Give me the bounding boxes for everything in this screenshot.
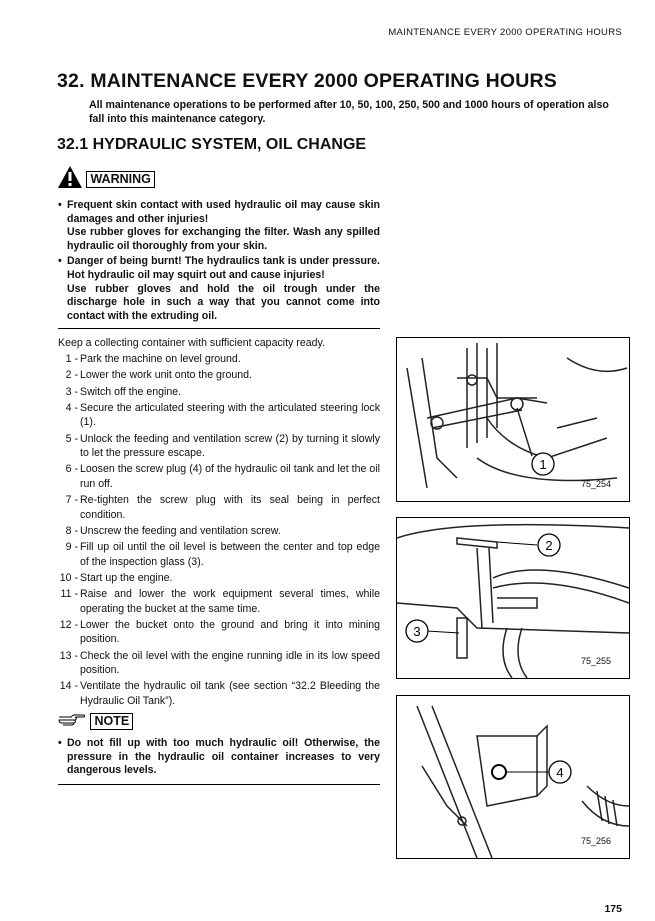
step-text: Park the machine on level ground.	[80, 353, 241, 366]
divider	[58, 783, 380, 785]
procedure-step: 1 -Park the machine on level ground.	[58, 352, 380, 367]
steering-lock-illustration: 1	[406, 343, 628, 489]
figure-ventilation-screw: 2 3 75_255	[396, 517, 630, 679]
step-text: Lower the work unit onto the ground.	[80, 369, 252, 382]
warning-text: Use rubber gloves and hold the oil troug…	[67, 282, 380, 322]
step-number: 8 -	[65, 524, 78, 537]
step-number: 6 -	[65, 463, 78, 476]
step-number: 11 -	[60, 588, 78, 601]
warning-text: Use rubber gloves for exchanging the fil…	[67, 226, 380, 252]
step-number: 10 -	[59, 571, 78, 584]
procedure-step: 13 -Check the oil level with the engine …	[58, 649, 380, 678]
page-number: 175	[604, 903, 622, 915]
warning-text: Danger of being burnt! The hydraulics ta…	[67, 255, 380, 281]
running-header: MAINTENANCE EVERY 2000 OPERATING HOURS	[388, 27, 622, 38]
warning-bullet: Frequent skin contact with used hydrauli…	[58, 199, 380, 253]
figure-label: 75_256	[580, 836, 611, 846]
callout-1: 1	[539, 457, 546, 472]
figure-label: 75_255	[580, 656, 611, 666]
step-number: 4 -	[65, 401, 78, 414]
step-number: 13 -	[59, 649, 78, 662]
intro-text: All maintenance operations to be perform…	[89, 99, 609, 125]
procedure-step: 12 -Lower the bucket onto the ground and…	[58, 618, 380, 647]
divider	[58, 328, 380, 330]
warning-label: WARNING	[86, 171, 155, 188]
callout-2: 2	[545, 538, 552, 553]
step-number: 12 -	[59, 618, 78, 631]
step-number: 2 -	[65, 369, 78, 382]
step-number: 3 -	[65, 385, 78, 398]
step-number: 1 -	[65, 353, 78, 366]
procedure-step: 8 -Unscrew the feeding and ventilation s…	[58, 524, 380, 539]
note-block: NOTE Do not fill up with too much hydrau…	[58, 712, 380, 785]
figure-label: 75_254	[580, 479, 611, 489]
note-label: NOTE	[90, 713, 134, 730]
step-number: 9 -	[65, 541, 78, 554]
procedure-step: 3 -Switch off the engine.	[58, 385, 380, 400]
pointing-hand-icon	[58, 712, 86, 731]
section-title: 32.1 HYDRAULIC SYSTEM, OIL CHANGE	[57, 136, 367, 153]
note-bullet: Do not fill up with too much hydraulic o…	[58, 737, 380, 778]
callout-3: 3	[413, 624, 420, 639]
step-text: Loosen the screw plug (4) of the hydraul…	[80, 463, 380, 490]
procedure: Keep a collecting container with suffici…	[58, 336, 380, 710]
ventilation-screw-illustration: 2 3	[397, 523, 629, 678]
callout-4: 4	[556, 765, 563, 780]
procedure-step: 10 -Start up the engine.	[58, 571, 380, 586]
figure-screw-plug: 4 75_256	[396, 695, 630, 859]
screw-plug-illustration: 4	[416, 705, 629, 858]
step-text: Unscrew the feeding and ventilation scre…	[80, 524, 281, 537]
step-text: Ventilate the hydraulic oil tank (see se…	[80, 680, 380, 707]
procedure-step: 4 -Secure the articulated steering with …	[58, 401, 380, 430]
procedure-step: 9 -Fill up oil until the oil level is be…	[58, 540, 380, 569]
procedure-step: 7 -Re-tighten the screw plug with its se…	[58, 493, 380, 522]
figure-steering-lock: 1 75_254	[396, 337, 630, 502]
procedure-step: 6 -Loosen the screw plug (4) of the hydr…	[58, 462, 380, 491]
warning-block: WARNING Frequent skin contact with used …	[58, 166, 380, 330]
step-text: Switch off the engine.	[80, 385, 182, 398]
step-text: Raise and lower the work equipment sever…	[80, 588, 380, 615]
procedure-step: 14 -Ventilate the hydraulic oil tank (se…	[58, 679, 380, 708]
warning-bullet: Danger of being burnt! The hydraulics ta…	[58, 255, 380, 323]
step-text: Fill up oil until the oil level is betwe…	[80, 541, 380, 568]
step-number: 14 -	[59, 680, 78, 693]
procedure-lead: Keep a collecting container with suffici…	[58, 337, 325, 349]
procedure-step: 5 -Unlock the feeding and ventilation sc…	[58, 432, 380, 461]
step-number: 5 -	[65, 432, 78, 445]
warning-text: Frequent skin contact with used hydrauli…	[67, 199, 380, 225]
note-text: Do not fill up with too much hydraulic o…	[67, 737, 380, 777]
page-title: 32. MAINTENANCE EVERY 2000 OPERATING HOU…	[57, 70, 557, 92]
step-text: Start up the engine.	[80, 571, 173, 584]
step-text: Secure the articulated steering with the…	[80, 401, 380, 429]
step-number: 7 -	[65, 494, 78, 507]
warning-triangle-icon	[58, 166, 82, 193]
procedure-step: 11 -Raise and lower the work equipment s…	[58, 587, 380, 616]
procedure-step: 2 -Lower the work unit onto the ground.	[58, 368, 380, 383]
step-text: Re-tighten the screw plug with its seal …	[80, 494, 380, 521]
step-text: Check the oil level with the engine runn…	[80, 649, 380, 677]
step-text: Unlock the feeding and ventilation screw…	[80, 432, 380, 460]
step-text: Lower the bucket onto the ground and bri…	[80, 618, 380, 646]
